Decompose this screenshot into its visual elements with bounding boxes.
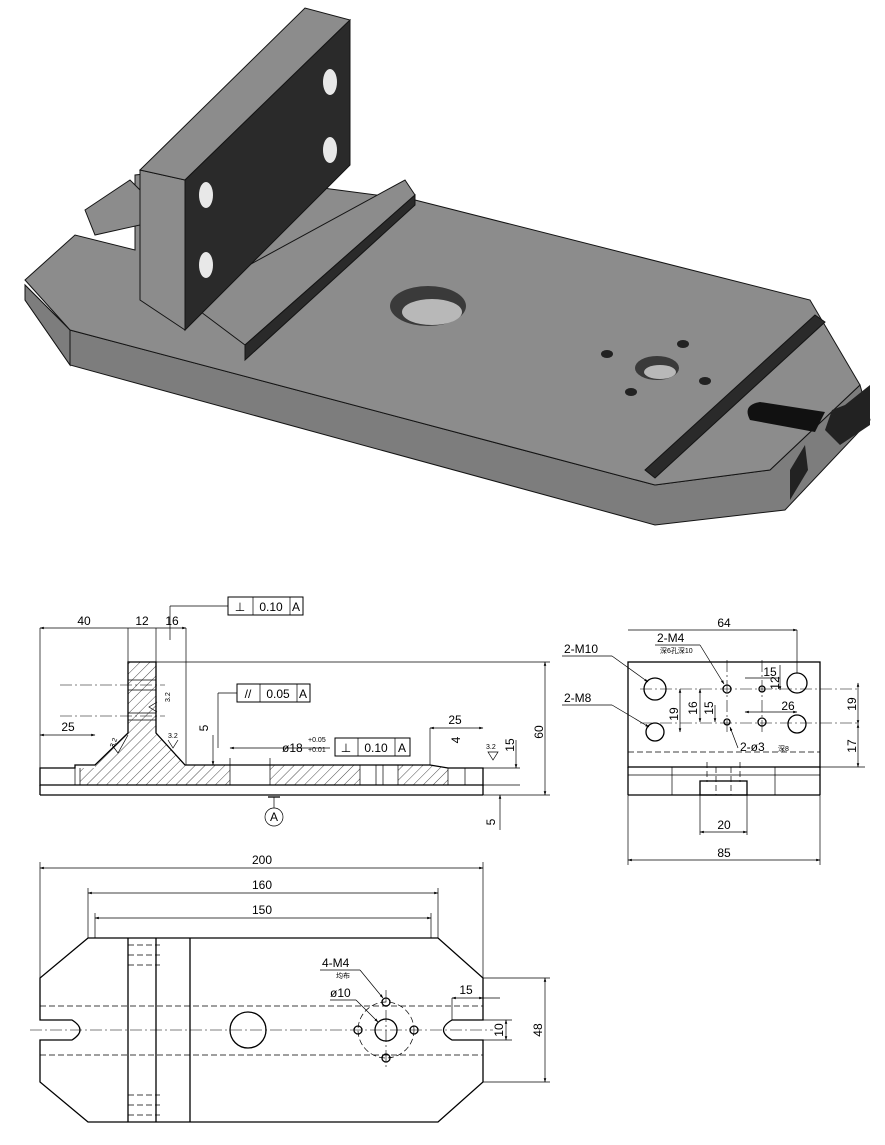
dim-15-top: 15	[459, 983, 473, 997]
iso-tapped-hole	[625, 388, 637, 396]
iso-left-tab	[84, 179, 141, 236]
m8-hole	[787, 714, 807, 734]
iso-plate-hole	[323, 69, 337, 95]
dim-15-side: 15	[763, 665, 777, 679]
dim-150: 150	[252, 903, 272, 917]
dim-15b: 15	[702, 701, 716, 715]
dim-64: 64	[717, 616, 731, 630]
dim-25-left: 25	[61, 720, 75, 734]
dim-160: 160	[252, 878, 272, 892]
dim-12-side: 12	[768, 676, 782, 690]
dim-5-bottom: 5	[484, 818, 498, 825]
dim-25-right: 25	[448, 713, 462, 727]
callout-pin-note: 深8	[778, 744, 789, 753]
perpendicularity-value: 0.10	[259, 600, 283, 614]
dim-16-side: 16	[686, 701, 700, 715]
iso-plate-hole	[199, 182, 213, 208]
iso-right-slot	[747, 402, 825, 432]
isometric-view	[24, 7, 871, 526]
section-hatch	[80, 662, 230, 785]
dim-5-top: 5	[197, 724, 211, 731]
perpendicularity-symbol: ⊥	[235, 600, 245, 614]
iso-tapped-hole	[601, 350, 613, 358]
bore-perp-datum: A	[398, 741, 406, 755]
callout-4-m4-note: 均布	[336, 971, 350, 980]
parallelism-symbol: //	[245, 687, 252, 701]
m8-hole	[645, 722, 665, 742]
roughness-3-2: 3.2	[168, 733, 178, 740]
dim-26: 26	[781, 699, 795, 713]
callout-m4-note: 深6孔深10	[660, 646, 693, 655]
callout-2-m8: 2-M8	[564, 691, 592, 705]
datum-a-circle	[264, 807, 284, 827]
iso-plate-side	[184, 18, 351, 332]
dim-19-right: 19	[845, 697, 859, 711]
dim-40: 40	[77, 614, 91, 628]
iso-groove	[644, 314, 826, 479]
callout-bore-10: ø10	[330, 986, 351, 1000]
section-hatch	[270, 765, 360, 785]
front-view-labels: 40 12 16 25 25 60 5 4 15 5 3.2 3.2 3.2 3…	[61, 600, 546, 825]
dim-15: 15	[503, 738, 517, 752]
dim-10: 10	[492, 1023, 506, 1037]
roughness-3-2: 3.2	[486, 744, 496, 751]
perpendicularity-datum: A	[292, 600, 300, 614]
dim-4: 4	[449, 736, 463, 743]
iso-plate-hole	[323, 137, 337, 163]
parallelism-datum: A	[299, 687, 307, 701]
large-bore	[229, 1011, 267, 1049]
dim-12: 12	[135, 614, 149, 628]
callout-2-m10: 2-M10	[564, 642, 598, 656]
front-section-view	[39, 596, 550, 830]
dim-17: 17	[845, 739, 859, 753]
callout-2-m4: 2-M4	[657, 631, 685, 645]
side-view-labels: 64 15 12 26 19 16 15 19 17 20 85 2-M10 2…	[564, 616, 859, 860]
top-view-labels: 200 160 150 15 10 48 4-M4 均布 ø10	[252, 853, 545, 1037]
roughness-3-2: 3.2	[109, 737, 119, 749]
datum-a-label: A	[270, 810, 278, 824]
dim-48: 48	[531, 1023, 545, 1037]
callout-2-pin: 2-ø3	[740, 740, 765, 754]
bore-tol-lower: +0.01	[308, 747, 326, 754]
roughness-3-2: 3.2	[165, 692, 172, 702]
dim-200: 200	[252, 853, 272, 867]
section-hatch	[398, 765, 448, 785]
bore-tol-upper: +0.05	[308, 737, 326, 744]
top-view	[30, 862, 550, 1123]
parallelism-value: 0.05	[266, 687, 290, 701]
iso-plate-hole	[199, 252, 213, 278]
dim-60: 60	[532, 725, 546, 739]
bore-diameter-label: ø18	[282, 741, 303, 755]
dim-16: 16	[165, 614, 179, 628]
iso-tapped-hole	[677, 340, 689, 348]
bore-perp-value: 0.10	[364, 741, 388, 755]
iso-step-side	[244, 193, 416, 362]
tapped-hole	[409, 1025, 419, 1035]
side-view	[562, 628, 865, 865]
dim-20: 20	[717, 818, 731, 832]
iso-base-left-face	[24, 283, 71, 367]
callout-4-m4: 4-M4	[322, 956, 350, 970]
m10-hole	[786, 672, 808, 694]
tapped-hole	[353, 1025, 363, 1035]
bore-perp-symbol: ⊥	[341, 741, 351, 755]
dim-85: 85	[717, 846, 731, 860]
dim-19-left: 19	[667, 707, 681, 721]
iso-tapped-hole	[699, 377, 711, 385]
